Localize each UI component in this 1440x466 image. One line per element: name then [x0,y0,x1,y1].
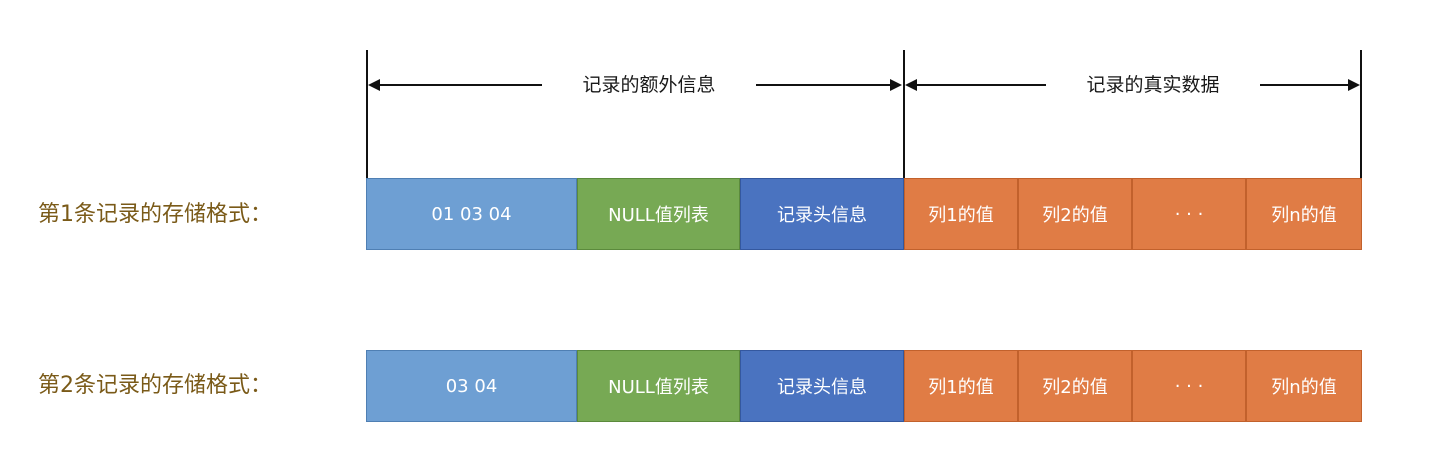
column-n-value-cell: 列n的值 [1246,350,1362,422]
extra-info-label: 记录的额外信息 [542,72,756,98]
real-data-arrow-left-head [905,79,917,91]
row-label: 第2条记录的存储格式： [38,373,272,398]
ellipsis-cell: · · · [1132,350,1246,422]
real-data-label: 记录的真实数据 [1046,72,1260,98]
column-2-value-cell: 列2的值 [1018,350,1132,422]
row-label: 第1条记录的存储格式： [38,202,272,227]
null-list-cell: NULL值列表 [577,350,740,422]
column-1-value-cell: 列1的值 [904,350,1018,422]
record-header-cell: 记录头信息 [740,350,904,422]
extra-info-arrow-left-head [368,79,380,91]
column-2-value-cell: 列2的值 [1018,178,1132,250]
record-header-cell: 记录头信息 [740,178,904,250]
column-1-value-cell: 列1的值 [904,178,1018,250]
column-n-value-cell: 列n的值 [1246,178,1362,250]
null-list-cell: NULL值列表 [577,178,740,250]
middle-bracket-line [903,50,905,180]
right-bracket-line [1360,50,1362,180]
ellipsis-cell: · · · [1132,178,1246,250]
extra-info-arrow-right-head [890,79,902,91]
left-bracket-line [366,50,368,180]
variable-length-list-cell: 01 03 04 [366,178,577,250]
variable-length-list-cell: 03 04 [366,350,577,422]
real-data-arrow-right-head [1348,79,1360,91]
